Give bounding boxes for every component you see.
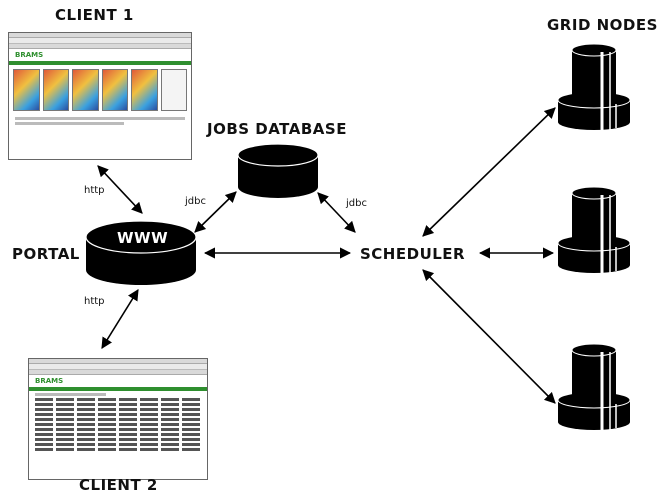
grid-node-icon — [557, 186, 631, 275]
grid-nodes-label: GRID NODES — [547, 16, 658, 34]
brams-logo: BRAMS — [15, 51, 44, 59]
edge-label-jdbc-portal: jdbc — [185, 196, 206, 207]
client2-label: CLIENT 2 — [79, 476, 158, 494]
www-label: WWW — [117, 229, 169, 247]
portal-label: PORTAL — [12, 245, 80, 263]
scheduler-label: SCHEDULER — [360, 245, 466, 263]
edge-label-http-client1: http — [84, 185, 105, 196]
client1-label: CLIENT 1 — [55, 6, 134, 24]
edge-portal-client2 — [101, 289, 139, 349]
edge-database-scheduler — [317, 192, 356, 233]
edge-label-jdbc-scheduler: jdbc — [346, 198, 367, 209]
grid-node-icon — [557, 43, 631, 132]
edge-scheduler-gridnode3 — [422, 269, 556, 404]
grid-node-icon — [557, 343, 631, 432]
client1-browser-screenshot: BRAMS — [8, 32, 192, 160]
edge-scheduler-gridnode1 — [422, 107, 556, 237]
client2-browser-screenshot: BRAMS — [28, 358, 208, 480]
jobs-database-label: JOBS DATABASE — [207, 120, 347, 138]
jobs-database-icon — [237, 143, 319, 198]
portal-server-icon — [85, 220, 197, 285]
edge-label-http-client2: http — [84, 296, 105, 307]
edge-portal-database — [194, 191, 237, 233]
brams-logo: BRAMS — [35, 377, 64, 385]
edge-client1-portal — [97, 165, 143, 214]
